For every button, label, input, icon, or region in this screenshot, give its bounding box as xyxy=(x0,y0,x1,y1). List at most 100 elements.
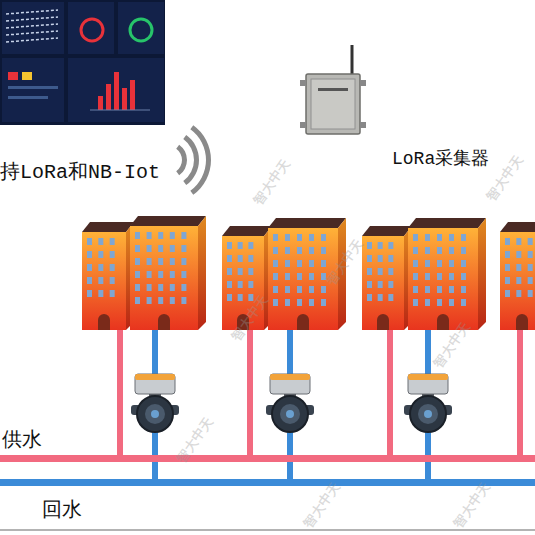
building-group-part xyxy=(158,284,163,291)
building-group-part xyxy=(181,245,186,252)
building-group-part xyxy=(449,299,454,306)
building-group-part xyxy=(437,260,442,267)
building-group-part xyxy=(135,297,140,304)
building-group-part xyxy=(309,286,314,293)
heat-meter-part xyxy=(286,410,294,418)
building-group-part xyxy=(170,284,175,291)
building-group-part xyxy=(268,218,346,228)
building-group-part xyxy=(362,226,412,236)
building-group-part xyxy=(135,232,140,239)
building-group-part xyxy=(273,247,278,254)
network-label: 持LoRa和NB-Iot xyxy=(0,158,160,185)
building-group-part xyxy=(285,286,290,293)
building-group-part xyxy=(248,281,253,288)
building-group-part xyxy=(130,216,206,226)
building-group-part xyxy=(297,286,302,293)
building-group-part xyxy=(388,281,393,288)
building-group-part xyxy=(297,234,302,241)
building-group-part xyxy=(413,247,418,254)
lora-collector-part xyxy=(300,80,306,86)
building-group-part xyxy=(378,294,383,301)
building-group-part xyxy=(461,260,466,267)
building-group-part xyxy=(110,277,115,284)
dashboard-screenshot-part xyxy=(122,88,127,110)
building-group-part xyxy=(222,226,272,236)
building-group xyxy=(500,222,535,330)
building-group-part xyxy=(505,290,510,297)
heat-meter-part xyxy=(137,396,173,432)
building-group-part xyxy=(110,290,115,297)
building-group-part xyxy=(87,290,92,297)
pipe-label: 供水 xyxy=(2,426,42,453)
dashboard-screenshot-part xyxy=(130,80,135,110)
building-group-part xyxy=(367,281,372,288)
heat-meter xyxy=(266,374,314,432)
heat-meter-part xyxy=(408,374,448,394)
building-group-part xyxy=(378,281,383,288)
building-group-part xyxy=(388,294,393,301)
heat-meter xyxy=(404,374,452,432)
building-group-part xyxy=(238,242,243,249)
dashboard-screenshot-part xyxy=(6,38,58,42)
heat-meter-part xyxy=(135,374,175,380)
dashboard-screenshot-part xyxy=(114,72,119,110)
building-group-part xyxy=(273,299,278,306)
building-group-part xyxy=(181,271,186,278)
building-group-part xyxy=(181,232,186,239)
lora-collector-part xyxy=(306,74,360,134)
building-group-part xyxy=(413,234,418,241)
building-group-part xyxy=(297,273,302,280)
building-group-part xyxy=(378,242,383,249)
building-group-part xyxy=(82,222,134,232)
heat-meter-part xyxy=(135,374,175,394)
dashboard-screenshot-part xyxy=(106,84,111,110)
building-group-part xyxy=(388,268,393,275)
building-group-part xyxy=(321,234,326,241)
building-group-part xyxy=(198,216,206,330)
building-group-part xyxy=(147,245,152,252)
building-group-part xyxy=(285,260,290,267)
dashboard-screenshot-part xyxy=(22,72,32,80)
heat-meter-part xyxy=(270,374,310,394)
building-group-part xyxy=(449,286,454,293)
building-group-part xyxy=(505,264,510,271)
building-group-part xyxy=(248,255,253,262)
building-group-part xyxy=(170,297,175,304)
building-group-part xyxy=(461,299,466,306)
dashboard-screenshot-part xyxy=(68,2,114,54)
building-group-part xyxy=(98,251,103,258)
building-group-part xyxy=(309,299,314,306)
heat-meter xyxy=(131,374,179,432)
dashboard-screenshot xyxy=(0,0,165,125)
building-group-part xyxy=(285,247,290,254)
building-group-part xyxy=(98,290,103,297)
building-group-part xyxy=(425,299,430,306)
dashboard-screenshot-part xyxy=(90,110,150,111)
building-group-part xyxy=(181,297,186,304)
building-group-part xyxy=(181,284,186,291)
dashboard-screenshot-part xyxy=(8,86,58,89)
lora-collector-part xyxy=(318,88,348,91)
building-group-part xyxy=(437,273,442,280)
heat-meter-part xyxy=(270,374,310,380)
building-group-part xyxy=(248,242,253,249)
building-group-part xyxy=(505,251,510,258)
building-group-part xyxy=(87,277,92,284)
building-group-part xyxy=(388,255,393,262)
building-group-part xyxy=(227,255,232,262)
building-group-part xyxy=(516,264,521,271)
building-group-part xyxy=(158,314,170,330)
building-group-part xyxy=(227,281,232,288)
building-group-part xyxy=(227,242,232,249)
building-group-part xyxy=(437,234,442,241)
building-group-part xyxy=(362,236,404,330)
dashboard-screenshot-part xyxy=(2,2,64,54)
building-group-part xyxy=(297,260,302,267)
pipes-part xyxy=(117,325,123,460)
building-group-part xyxy=(437,314,449,330)
dashboard-screenshot-part xyxy=(6,17,58,21)
building-group-part xyxy=(135,271,140,278)
heat-meter-part xyxy=(410,396,446,432)
building-group-part xyxy=(461,286,466,293)
